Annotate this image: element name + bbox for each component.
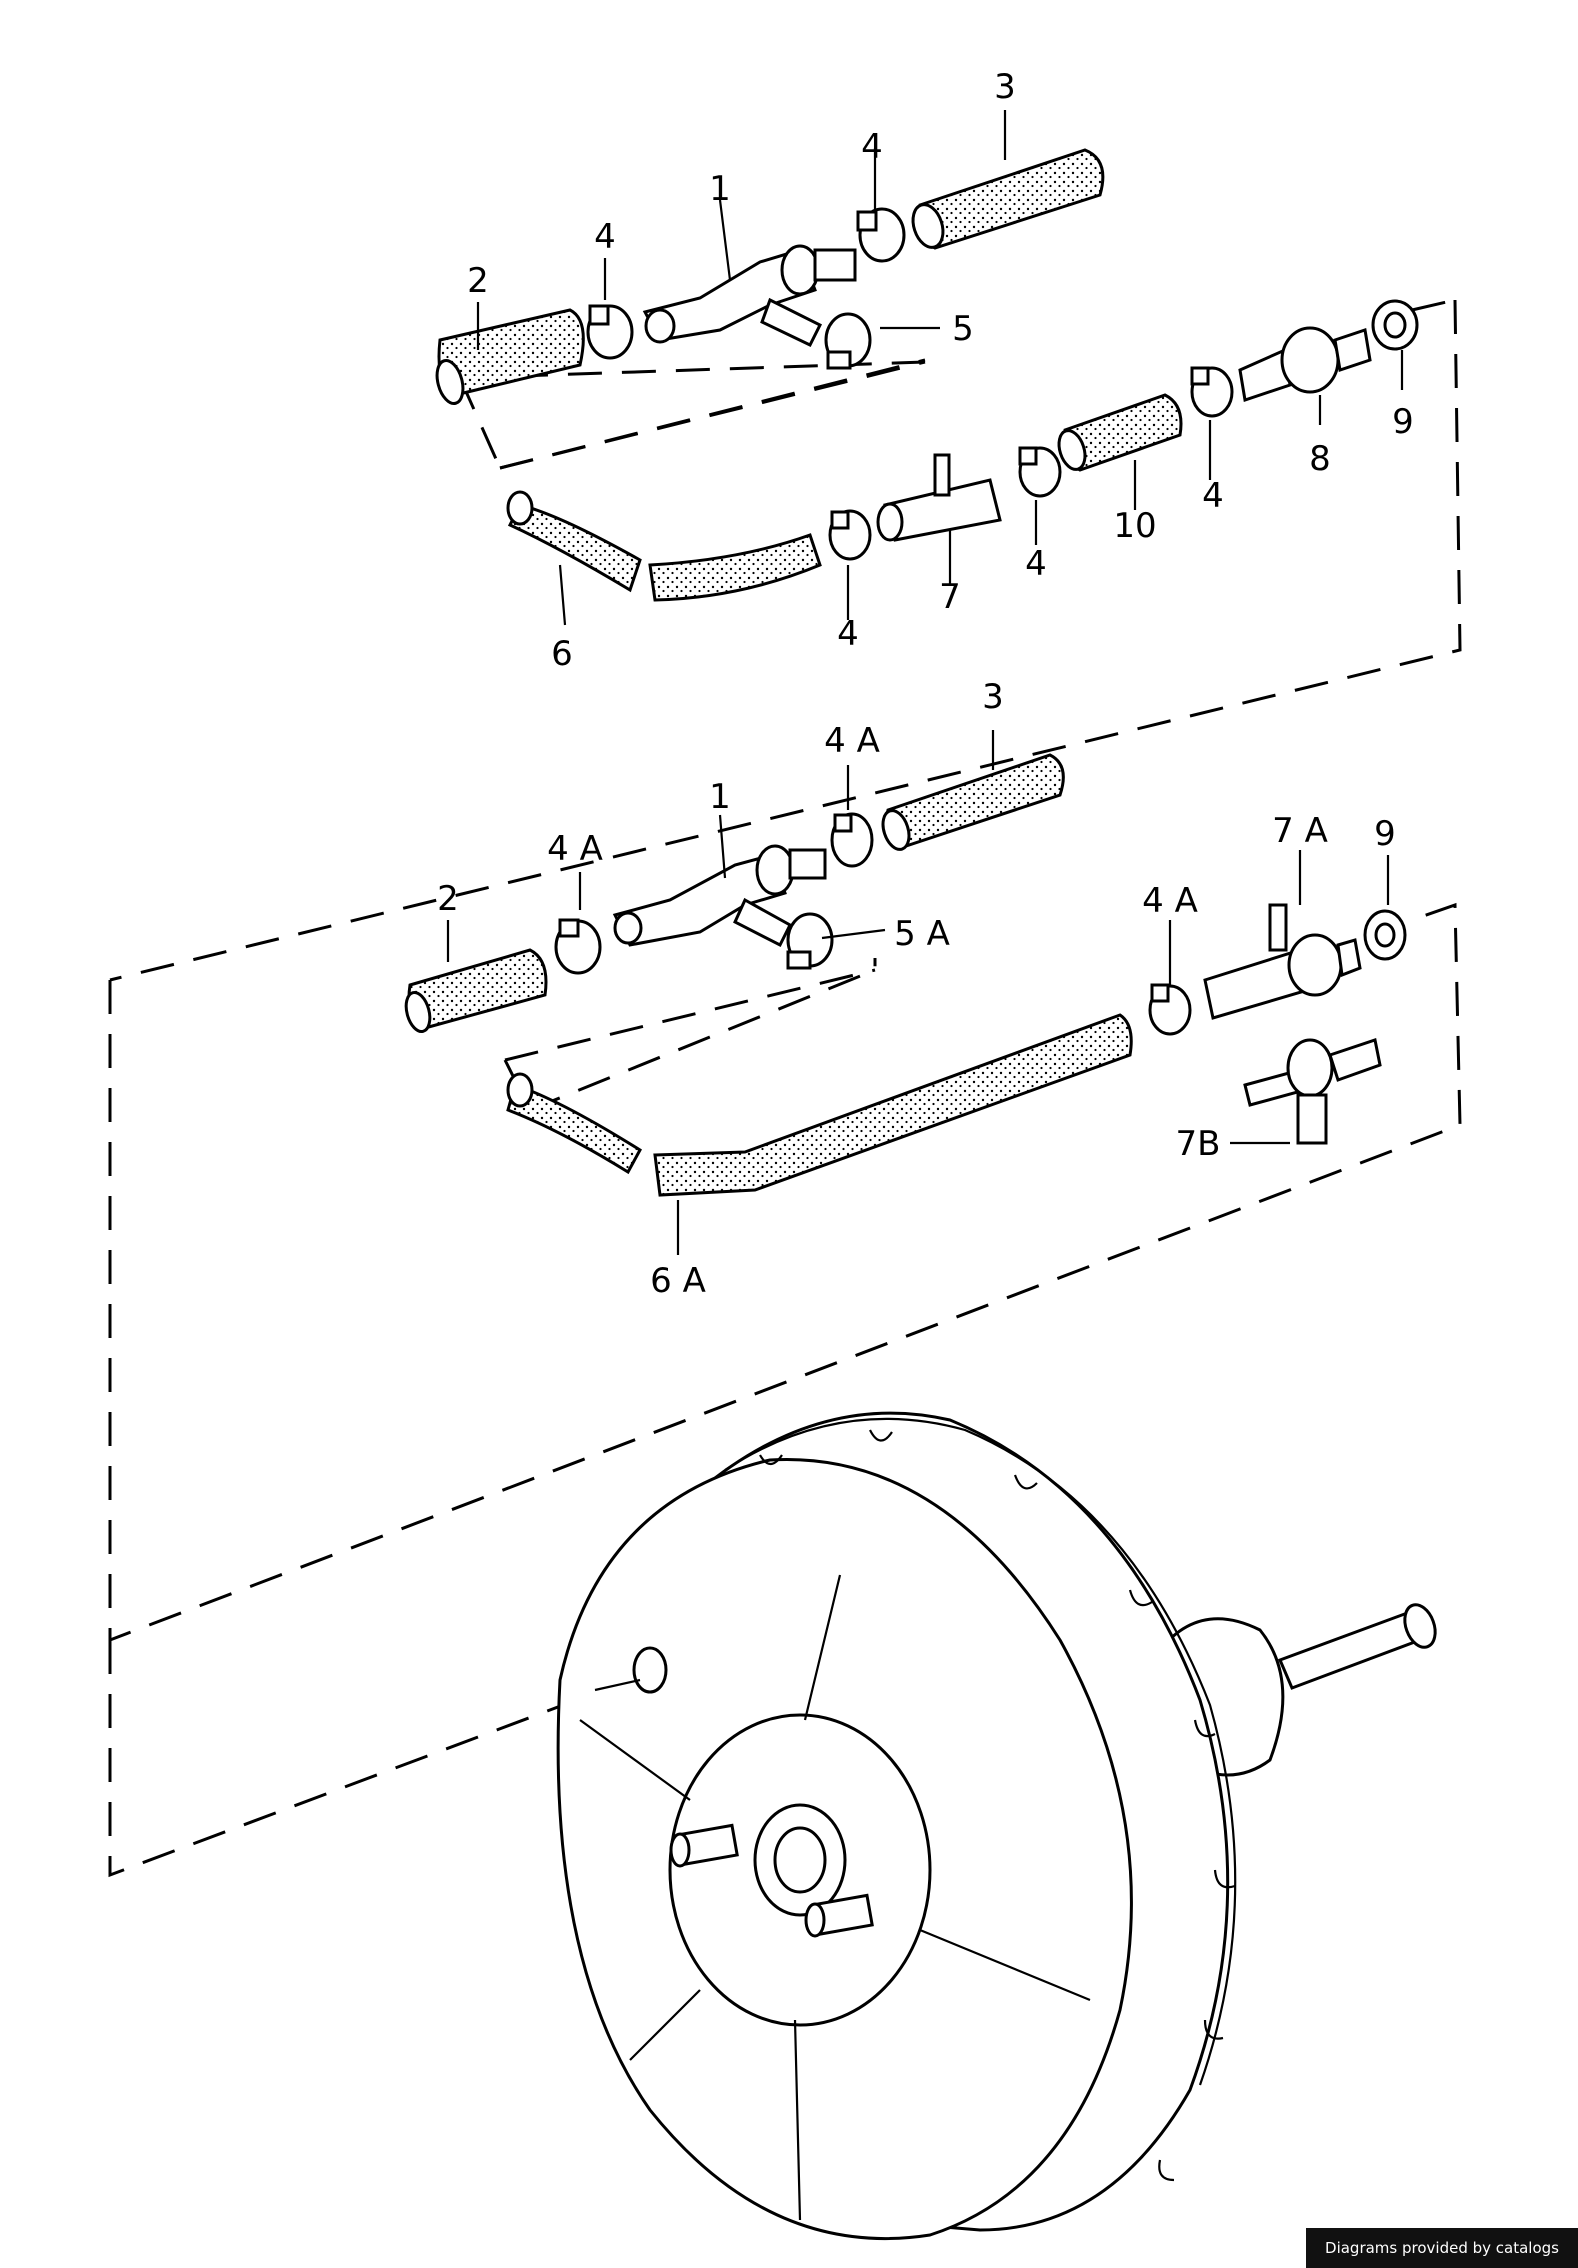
lower-callout-4a-1: 4 A	[547, 829, 603, 869]
lower-callout-7b: 7B	[1176, 1124, 1221, 1164]
lower-hose-3	[881, 753, 1065, 851]
upper-clamp-4b	[856, 207, 906, 263]
upper-group-boundary	[109, 298, 1462, 982]
booster-face-lines	[579, 1574, 1091, 2221]
lower-callout-3: 3	[982, 677, 1004, 717]
upper-leaders	[476, 110, 1404, 626]
upper-callout-3: 3	[994, 67, 1016, 107]
upper-fitting-1	[642, 244, 857, 347]
upper-callout-4c: 4	[837, 614, 859, 654]
upper-clamp-4c	[828, 509, 872, 561]
upper-callout-4b: 4	[861, 127, 883, 167]
upper-clamp-4d	[1018, 446, 1062, 498]
upper-hose-6	[506, 490, 822, 602]
booster-vacuum-port	[632, 1646, 668, 1694]
upper-callout-9: 9	[1392, 402, 1414, 442]
upper-callout-2: 2	[467, 261, 489, 301]
upper-callout-4e: 4	[1202, 476, 1224, 516]
upper-hose-3	[911, 148, 1105, 250]
upper-check-valve-8	[1238, 326, 1372, 402]
lower-clamp-5a	[786, 912, 834, 970]
upper-callout-7: 7	[939, 577, 961, 617]
lower-fitting-1	[612, 844, 827, 948]
upper-grommet-9	[1371, 299, 1419, 351]
lower-callout-6a: 6 A	[650, 1261, 706, 1301]
lower-hose-6a	[506, 1013, 1133, 1197]
lower-clamp-4a-3	[1148, 983, 1192, 1036]
upper-hose-10	[1057, 393, 1183, 472]
lower-callout-9: 9	[1374, 814, 1396, 854]
booster-rim-notches	[759, 1429, 1236, 2182]
lower-leaders	[446, 730, 1390, 1255]
upper-callout-8: 8	[1309, 439, 1331, 479]
lower-clamp-4a-2	[830, 812, 874, 868]
upper-callout-5: 5	[952, 309, 974, 349]
lower-assembly: 1 2 3 4 A 4 A 5 A 6 A 4 A 7 A 9 7B	[108, 677, 1462, 1878]
lower-callout-7a: 7 A	[1272, 811, 1328, 851]
lower-fitting-7b	[1243, 1038, 1382, 1145]
upper-callout-4a: 4	[594, 217, 616, 257]
upper-callout-6: 6	[551, 634, 573, 674]
lower-grommet-9	[1363, 909, 1407, 961]
lower-hose-2	[404, 948, 548, 1034]
lower-fitting-7a	[1203, 903, 1362, 1020]
lower-callout-4a-3: 4 A	[1142, 881, 1198, 921]
upper-fitting-7	[876, 453, 1002, 542]
upper-clamp-4e	[1190, 366, 1234, 418]
lower-callout-4a-2: 4 A	[824, 721, 880, 761]
booster-pushrod	[1277, 1610, 1422, 1690]
upper-clamp-4a	[586, 304, 634, 360]
upper-callout-4d: 4	[1025, 544, 1047, 584]
upper-assembly: 1 2 3 4 4 5 6 4 7 4 10 4 8 9	[109, 67, 1462, 982]
booster-stud-bottom	[804, 1893, 874, 1938]
lower-callout-2: 2	[437, 879, 459, 919]
upper-callout-10: 10	[1113, 506, 1156, 546]
brake-booster	[556, 1411, 1437, 2241]
upper-hose-2	[435, 308, 585, 405]
upper-callout-1: 1	[709, 169, 731, 209]
credit-banner: Diagrams provided by catalogs parts	[1306, 2228, 1578, 2268]
lower-group-boundary	[108, 902, 1462, 1878]
upper-clamp-5	[824, 312, 872, 370]
booster-stud-left	[669, 1823, 739, 1868]
lower-callout-1: 1	[709, 777, 731, 817]
lower-callout-5a: 5 A	[894, 914, 950, 954]
lower-clamp-4a-1	[554, 918, 602, 975]
